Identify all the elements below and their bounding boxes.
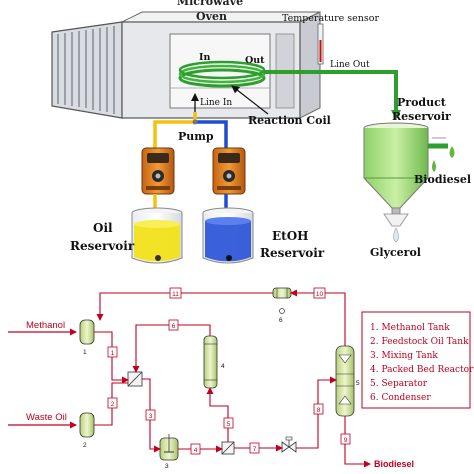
oven-label: Oven bbox=[196, 10, 227, 23]
stream-tag-10: 10 bbox=[313, 287, 326, 299]
coil-in-label: In bbox=[199, 52, 210, 63]
oven-door-vents bbox=[57, 26, 115, 114]
svg-text:10: 10 bbox=[316, 291, 324, 298]
svg-text:6: 6 bbox=[172, 323, 176, 330]
temperature-sensor: Temperature sensor bbox=[282, 13, 379, 65]
unit-number-1: 1 bbox=[83, 349, 87, 356]
reaction-coil-label: Reaction Coil bbox=[248, 114, 331, 127]
pump-label: Pump bbox=[178, 130, 214, 143]
stream-number-tags: 1 2 3 4 5 6 7 8 9 10 11 bbox=[107, 287, 351, 455]
stream-tag-2: 2 bbox=[107, 397, 118, 409]
svg-text:4: 4 bbox=[194, 447, 198, 454]
svg-text:8: 8 bbox=[317, 407, 321, 414]
etoh-reservoir-label-line1: EtOH bbox=[272, 229, 308, 243]
svg-text:1: 1 bbox=[111, 350, 115, 357]
line-out-pipe bbox=[264, 70, 401, 120]
reaction-coil-pointer bbox=[231, 85, 269, 115]
product-reservoir-label-line1: Product bbox=[397, 96, 447, 109]
top-schematic: Microwave Oven bbox=[51, 0, 471, 264]
oven-side bbox=[299, 11, 321, 119]
product-reservoir-label-line2: Reservoir bbox=[392, 110, 451, 123]
glycerol-funnel bbox=[383, 213, 409, 227]
oven-door bbox=[51, 21, 123, 119]
packed-bed-reactor: 4 bbox=[203, 335, 225, 389]
condenser: 6 bbox=[272, 287, 292, 324]
etoh-pump bbox=[212, 147, 246, 195]
unit-number-6: 6 bbox=[279, 317, 283, 324]
svg-text:5: 5 bbox=[227, 421, 231, 428]
legend-item-6: 6. Condenser bbox=[370, 393, 431, 403]
waste-oil-label: Waste Oil bbox=[26, 412, 67, 423]
etoh-reservoir: EtOH Reservoir bbox=[202, 207, 325, 264]
stream-tag-3: 3 bbox=[145, 409, 156, 421]
mixer-block bbox=[127, 371, 143, 387]
stream-tag-5: 5 bbox=[223, 417, 234, 429]
stream-tag-8: 8 bbox=[313, 403, 324, 415]
svg-text:9: 9 bbox=[344, 437, 348, 444]
line-out-label: Line Out bbox=[330, 60, 370, 70]
stream-tag-9: 9 bbox=[340, 433, 351, 445]
mixing-tank: 3 bbox=[159, 434, 179, 470]
feedstock-oil-tank: 2 bbox=[79, 412, 95, 449]
legend-item-1: 1. Methanol Tank bbox=[370, 323, 450, 333]
heat-exchanger bbox=[221, 441, 235, 455]
glycerol-drop bbox=[393, 227, 399, 243]
stream-9 bbox=[344, 416, 371, 468]
unit-number-5: 5 bbox=[356, 380, 360, 387]
unit-number-4: 4 bbox=[221, 363, 225, 370]
stream-11 bbox=[96, 292, 273, 321]
etoh-reservoir-label-line2: Reservoir bbox=[260, 246, 325, 260]
stream-5 bbox=[206, 387, 229, 442]
svg-text:11: 11 bbox=[172, 291, 179, 298]
unit-number-3: 3 bbox=[165, 463, 169, 470]
stream-6 bbox=[132, 324, 211, 373]
coil-out-label: Out bbox=[245, 55, 265, 66]
svg-text:7: 7 bbox=[253, 446, 257, 453]
biodiesel-label-top: Biodiesel bbox=[414, 173, 471, 186]
biodiesel-product-label: Biodiesel bbox=[374, 459, 414, 469]
unit-legend: 1. Methanol Tank 2. Feedstock Oil Tank 3… bbox=[361, 311, 474, 409]
microwave-oven: Oven bbox=[51, 10, 321, 119]
methanol-label: Methanol bbox=[26, 320, 65, 331]
oil-reservoir: Oil Reservoir bbox=[70, 207, 183, 264]
stream-tag-6: 6 bbox=[168, 319, 179, 331]
svg-text:2: 2 bbox=[111, 401, 115, 408]
svg-text:3: 3 bbox=[149, 413, 153, 420]
legend-item-2: 2. Feedstock Oil Tank bbox=[370, 337, 469, 347]
control-valve bbox=[281, 436, 297, 453]
stream-10 bbox=[290, 289, 346, 346]
header-partial: Microwave bbox=[177, 0, 243, 8]
separator-column: 5 bbox=[335, 345, 360, 417]
bottom-flowsheet: Methanol Waste Oil 1 2 3 bbox=[8, 287, 474, 470]
oil-reservoir-label-line2: Reservoir bbox=[70, 239, 135, 253]
legend-item-3: 3. Mixing Tank bbox=[370, 351, 438, 361]
biodiesel-drop bbox=[432, 160, 436, 172]
temperature-sensor-label: Temperature sensor bbox=[282, 13, 379, 24]
line-in-label: Line In bbox=[200, 98, 232, 108]
unit-number-2: 2 bbox=[83, 442, 87, 449]
legend-item-4: 4. Packed Bed Reactor bbox=[370, 365, 474, 375]
methanol-tank: 1 bbox=[79, 319, 95, 356]
glycerol-label: Glycerol bbox=[370, 246, 421, 259]
oil-reservoir-label-line1: Oil bbox=[93, 221, 113, 235]
stream-tag-1: 1 bbox=[107, 346, 118, 358]
stream-tag-7: 7 bbox=[249, 442, 260, 454]
stream-tag-11: 11 bbox=[169, 287, 182, 299]
oil-feed-pipe bbox=[153, 112, 197, 148]
product-reservoir: Product Reservoir Biodiesel Glycerol bbox=[363, 96, 471, 259]
etoh-feed-pipe bbox=[195, 120, 228, 148]
legend-item-5: 5. Separator bbox=[370, 379, 428, 389]
oil-pump bbox=[141, 147, 175, 195]
stream-tag-4: 4 bbox=[190, 443, 201, 455]
